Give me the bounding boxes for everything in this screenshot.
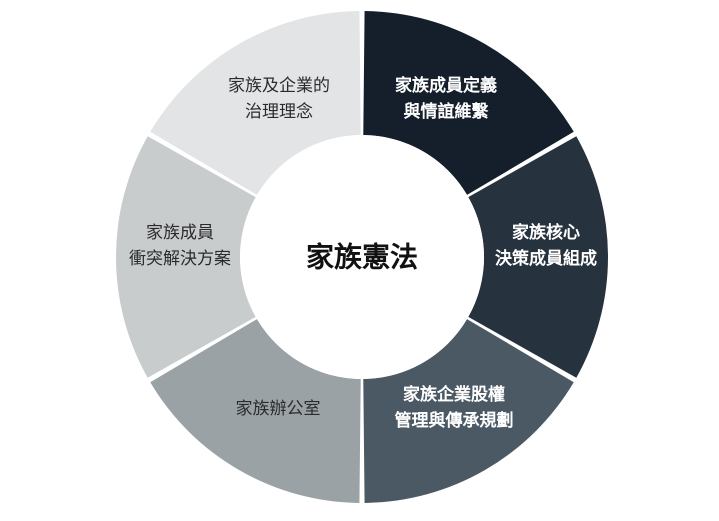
segment-label-line: 決策成員組成	[495, 248, 597, 269]
segment-label-line: 衝突解決方案	[129, 249, 231, 269]
segment-label-line: 家族成員	[146, 223, 214, 243]
segment-label-line: 治理理念	[245, 101, 313, 122]
segment-equity	[363, 319, 574, 503]
segment-label-line: 管理與傳承規劃	[395, 410, 514, 431]
segment-definition	[363, 11, 574, 195]
segment-label-equity: 家族企業股權管理與傳承規劃	[395, 384, 514, 431]
segment-core	[468, 136, 608, 378]
segment-label-core: 家族核心決策成員組成	[495, 222, 597, 269]
segments-layer	[115, 11, 608, 503]
segment-office	[150, 319, 361, 503]
segment-label-line: 家族企業股權	[403, 384, 505, 405]
segment-label-line: 家族成員定義	[395, 75, 497, 96]
segment-label-line: 與情誼維繫	[404, 101, 490, 122]
segment-label-definition: 家族成員定義與情誼維繫	[395, 75, 497, 122]
segment-label-conflict: 家族成員衝突解決方案	[129, 223, 231, 269]
segment-label-office: 家族辦公室	[236, 399, 321, 419]
center-title: 家族憲法	[306, 241, 418, 274]
segment-label-line: 家族辦公室	[236, 399, 321, 419]
segment-label-line: 家族及企業的	[228, 76, 330, 96]
segment-label-line: 家族核心	[512, 222, 580, 243]
center-hole	[240, 135, 484, 379]
segment-philosophy	[150, 11, 361, 195]
segment-conflict	[115, 136, 256, 378]
segment-label-philosophy: 家族及企業的治理理念	[228, 76, 330, 122]
